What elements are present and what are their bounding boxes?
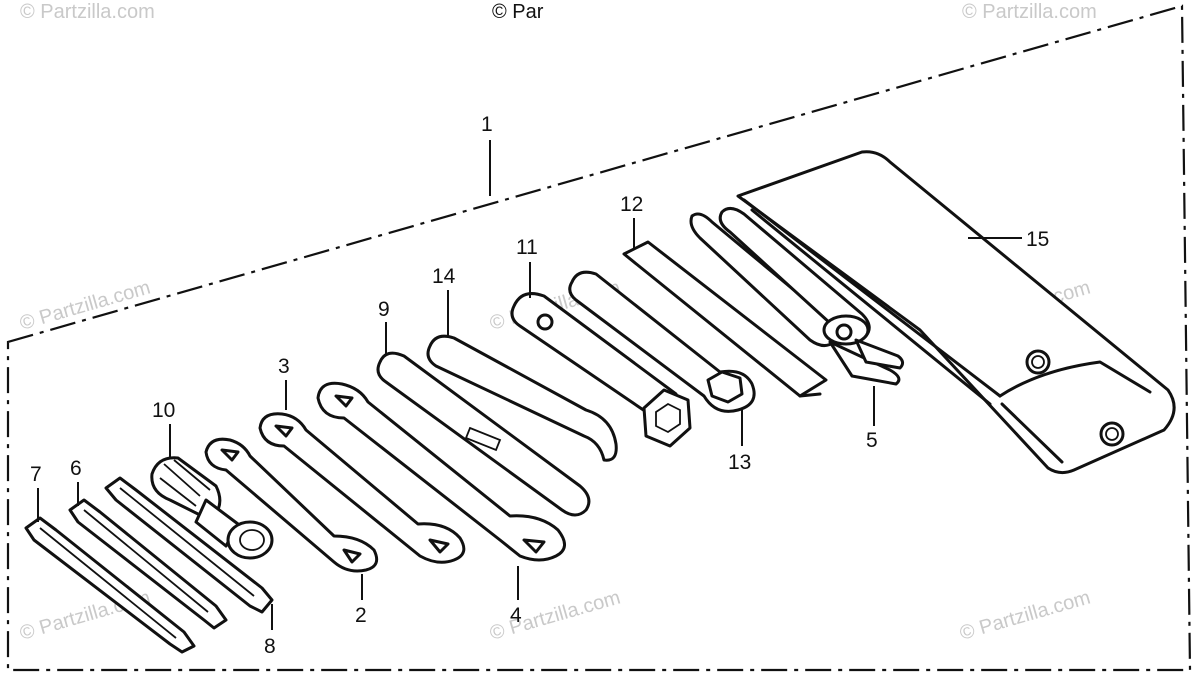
callout-2: 2 — [355, 604, 367, 627]
part-13-box-wrench — [568, 270, 756, 413]
part-12-flat-bar — [622, 240, 828, 398]
part-8-screwdriver-bit — [104, 476, 274, 614]
callout-5: 5 — [866, 429, 878, 452]
part-3-open-end-wrench — [204, 437, 379, 573]
part-9-flat-wrench — [376, 351, 591, 517]
part-5-pliers — [689, 207, 905, 386]
part-14-hook-spanner — [426, 334, 618, 462]
watermark: © Partzilla.com — [20, 1, 155, 23]
part-4-open-end-wrench — [316, 381, 566, 562]
callout-6: 6 — [70, 457, 82, 480]
callout-8: 8 — [264, 635, 276, 658]
callout-13: 13 — [728, 451, 751, 474]
kit-boundary-dashed — [6, 4, 1192, 672]
callout-14: 14 — [432, 265, 456, 288]
callout-15: 15 — [1026, 228, 1049, 251]
watermark: © Partzilla.com — [17, 277, 153, 335]
part-15-tool-bag — [736, 150, 1176, 475]
callout-12: 12 — [620, 193, 643, 216]
callout-3: 3 — [278, 355, 290, 378]
callout-9: 9 — [378, 298, 390, 321]
callout-7: 7 — [30, 463, 42, 486]
leader-lines — [37, 140, 1022, 630]
watermark: © Partzilla.com — [487, 587, 623, 645]
callout-10: 10 — [152, 399, 175, 422]
watermark: © Partzilla.com — [957, 587, 1093, 645]
callout-1: 1 — [481, 113, 493, 136]
part-11-socket-wrench — [510, 292, 692, 448]
watermark: © Partzilla.com — [962, 1, 1097, 23]
callout-4: 4 — [510, 604, 522, 627]
watermark-top: © Par — [492, 1, 544, 23]
part-10-screwdriver-handle — [150, 456, 274, 560]
part-2-open-end-wrench — [258, 412, 466, 564]
callout-11: 11 — [516, 236, 538, 259]
callout-labels: 1 2 3 4 5 6 7 8 9 10 11 12 13 14 15 — [30, 113, 1049, 658]
part-6-screwdriver-bit — [68, 498, 228, 630]
part-7-screwdriver-bit — [24, 516, 196, 654]
